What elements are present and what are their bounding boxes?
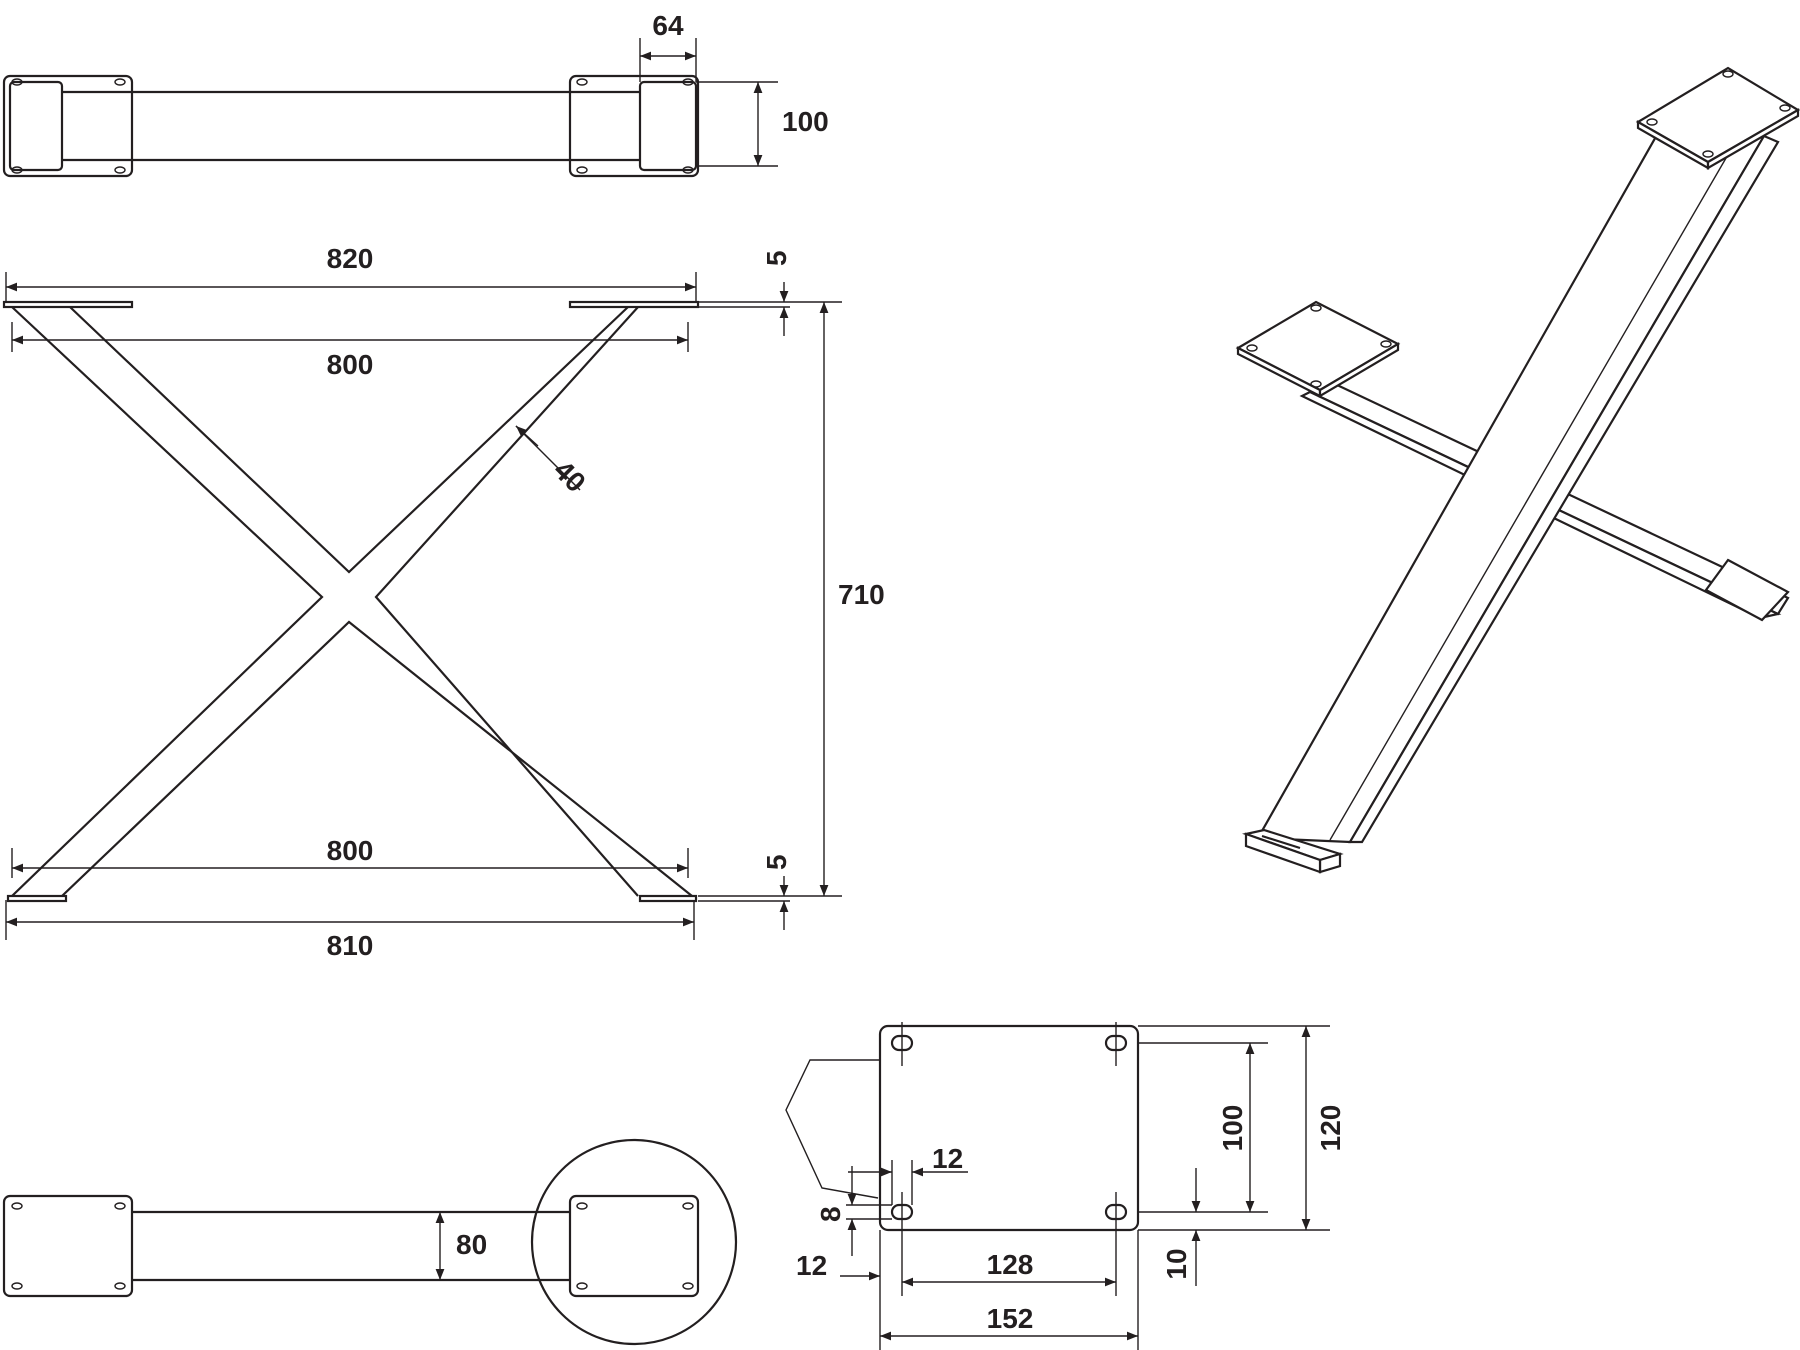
dim-slot-width: 12 <box>932 1143 963 1174</box>
bottom-mount-holes <box>11 1202 694 1290</box>
top-view: 64 100 <box>2 10 829 178</box>
front-view: 820 800 800 810 710 5 5 40 <box>2 243 885 961</box>
dim-hole-spacing-y: 100 <box>1217 1105 1248 1152</box>
dim-bottom-width: 810 <box>327 930 374 961</box>
dim-top-width: 820 <box>327 243 374 274</box>
dim-slot-height: 8 <box>815 1206 846 1222</box>
bottom-view: 80 <box>2 1138 738 1346</box>
dim-bar-width: 40 <box>548 454 592 498</box>
dim-plate-bottom: 5 <box>761 854 792 870</box>
dim-height: 710 <box>838 579 885 610</box>
iso-mount-holes <box>1246 70 1791 388</box>
dim-plate-top: 5 <box>761 250 792 266</box>
isometric-view <box>1235 66 1800 874</box>
dim-inner-top: 800 <box>327 349 374 380</box>
dim-top-width: 64 <box>652 10 684 41</box>
dim-top-height: 100 <box>782 106 829 137</box>
dim-bar-width: 80 <box>456 1229 487 1260</box>
dim-plate-length: 152 <box>987 1303 1034 1334</box>
detail-circle <box>530 1138 738 1346</box>
plate-detail: 12 8 12 128 152 100 120 10 <box>785 1022 1346 1350</box>
dim-plate-width: 120 <box>1315 1105 1346 1152</box>
mount-holes <box>11 78 694 174</box>
dim-inner-bottom: 800 <box>327 835 374 866</box>
dim-edge-left: 12 <box>796 1250 827 1281</box>
dim-hole-spacing-x: 128 <box>987 1249 1034 1280</box>
plate-slots <box>890 1022 1128 1234</box>
dim-edge-bottom: 10 <box>1161 1248 1192 1279</box>
